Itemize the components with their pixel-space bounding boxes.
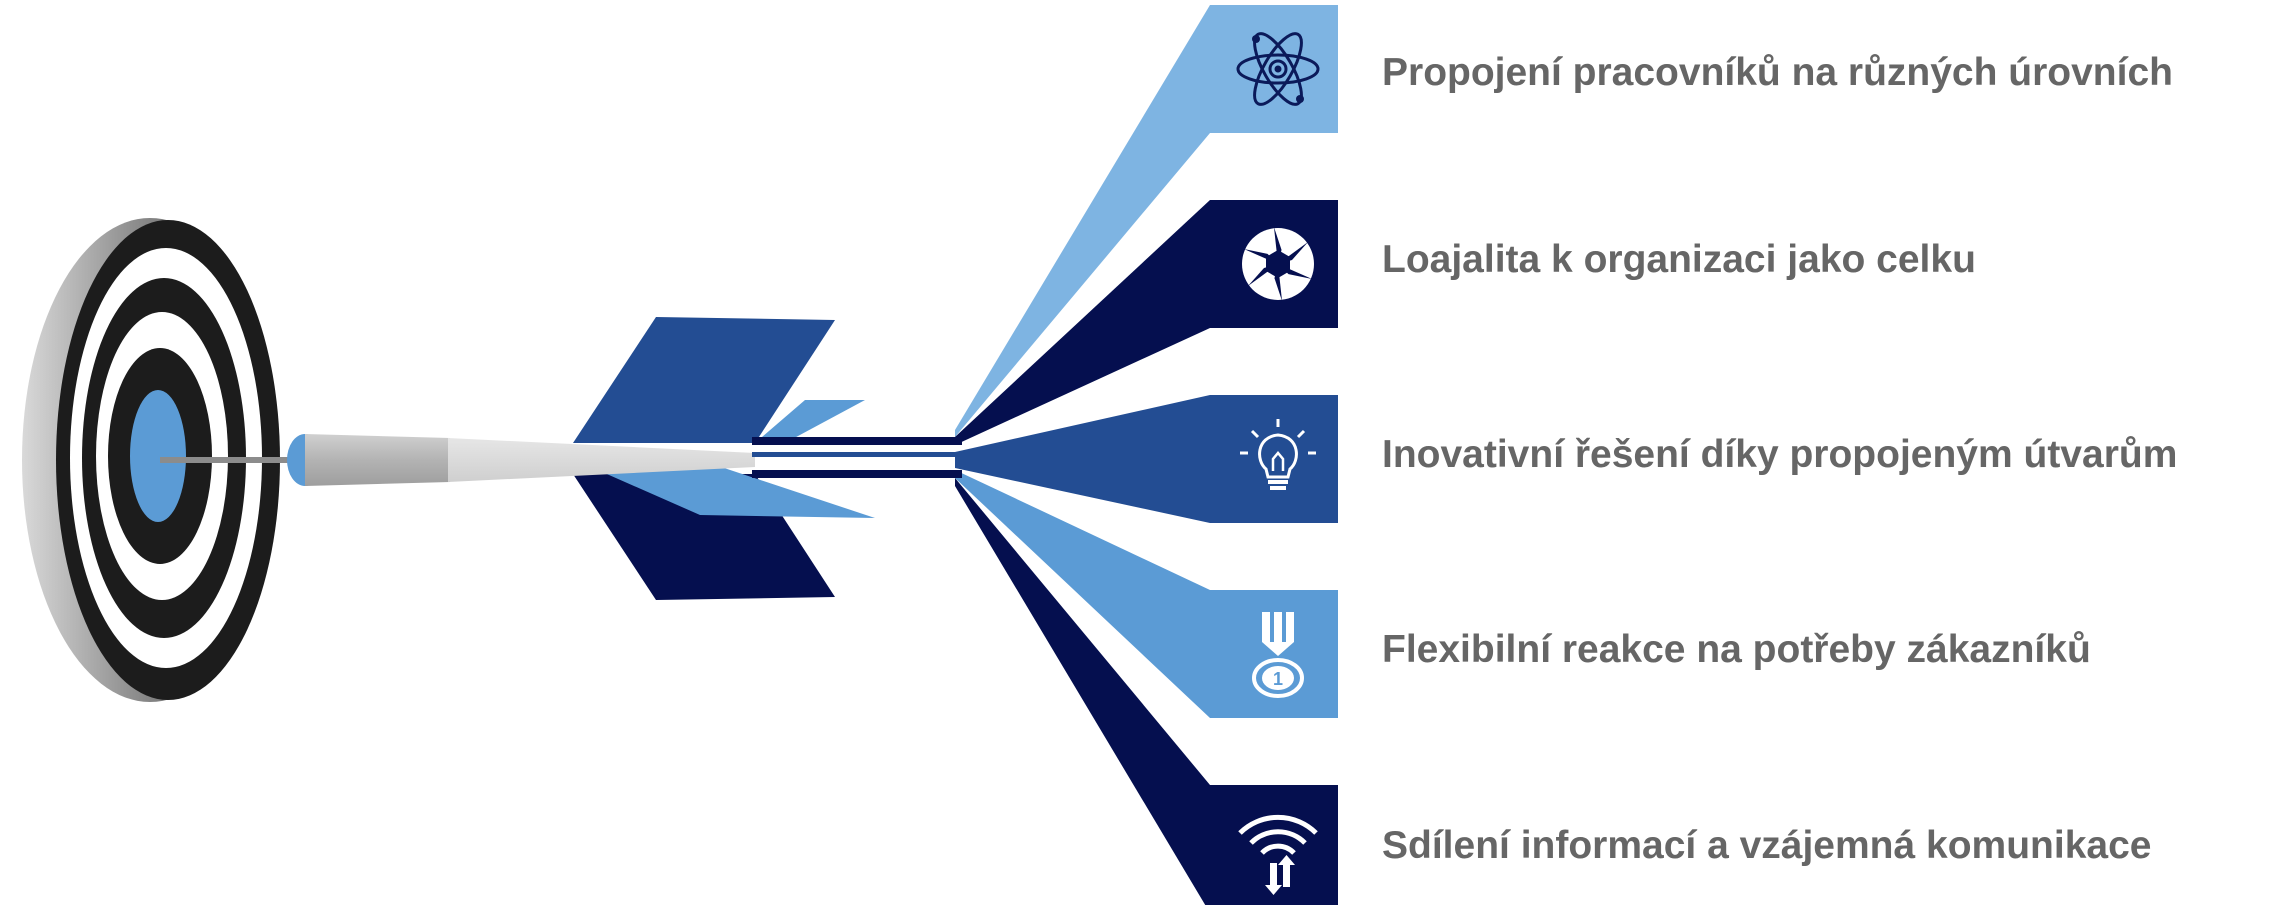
item-label-2: Loajalita k organizaci jako celku: [1382, 238, 1976, 281]
dart-stem-stripe-mid: [752, 452, 962, 457]
ribbon-3: [955, 395, 1210, 523]
ribbon-5: [955, 478, 1210, 910]
dart-shaft: [448, 438, 755, 482]
item-block-4: [1210, 590, 1338, 718]
item-blocks: 1: [1210, 5, 1338, 910]
item-label-5: Sdílení informací a vzájemná komunikace: [1382, 824, 2152, 867]
dart-flight-lower-light: [575, 460, 875, 518]
wifi-transfer-icon: [1238, 814, 1318, 895]
ribbon-1: [955, 5, 1210, 437]
lightbulb-icon: [1240, 419, 1316, 490]
dart-ribbons: [955, 5, 1210, 910]
dart-barrel: [305, 434, 450, 486]
aperture-icon: [1242, 227, 1314, 301]
target-bullseye: [130, 390, 186, 522]
dart-stem-stripe-top: [752, 437, 962, 445]
medal-number: 1: [1273, 669, 1283, 689]
dart-flight-upper-light: [755, 400, 865, 443]
item-label-1: Propojení pracovníků na různých úrovních: [1382, 51, 2173, 94]
dart: [160, 5, 1210, 910]
ribbon-4: [955, 470, 1210, 718]
ribbon-2: [955, 200, 1210, 445]
medal-icon: 1: [1252, 612, 1304, 698]
atom-icon: [1236, 32, 1320, 106]
item-label-3: Inovativní řešení díky propojeným útvarů…: [1382, 433, 2178, 476]
dart-flight-upper-back: [573, 317, 835, 443]
dart-needle: [160, 457, 300, 463]
item-label-4: Flexibilní reakce na potřeby zákazníků: [1382, 628, 2091, 671]
dart-stem-stripe-bottom: [752, 470, 962, 478]
